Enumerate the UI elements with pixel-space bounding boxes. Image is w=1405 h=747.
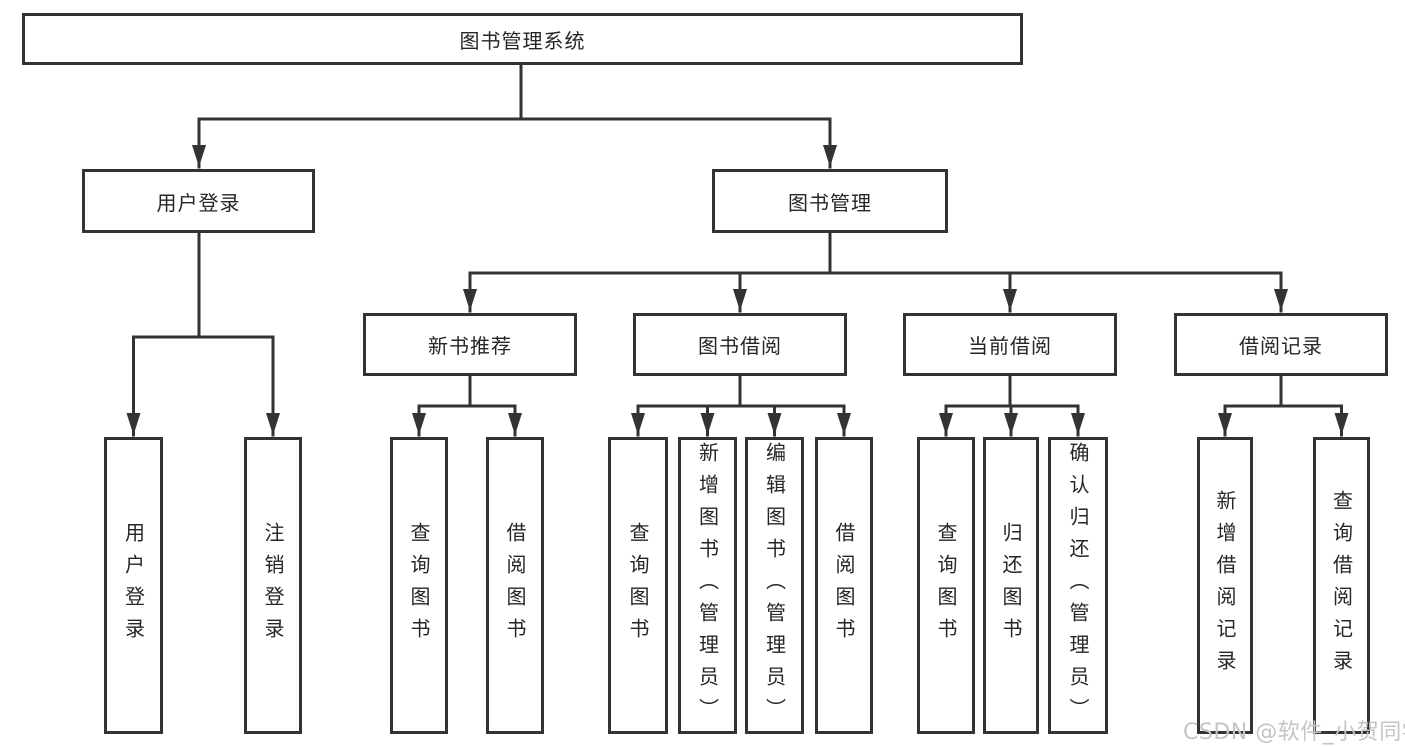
leaf-query-borrow-record: 查询借阅记录 — [1313, 437, 1370, 734]
leaf-return-books: 归还图书 — [983, 437, 1039, 734]
leaf-label: 新增借阅记录 — [1213, 489, 1237, 682]
node-book-management: 图书管理 — [712, 169, 948, 233]
leaf-borrow-books-recommend: 借阅图书 — [486, 437, 544, 734]
leaf-add-borrow-record: 新增借阅记录 — [1197, 437, 1253, 734]
leaf-logout: 注销登录 — [244, 437, 302, 734]
leaf-query-books-recommend: 查询图书 — [390, 437, 448, 734]
leaf-confirm-return-admin: 确认归还（管理员） — [1048, 437, 1108, 734]
leaf-label: 编辑图书（管理员） — [762, 441, 787, 730]
watermark: CSDN @软件_小贺同学 — [1183, 720, 1405, 745]
node-borrow-records: 借阅记录 — [1174, 313, 1388, 376]
leaf-label: 借阅图书 — [832, 521, 856, 650]
leaf-label: 确认归还（管理员） — [1066, 441, 1090, 730]
node-library-system: 图书管理系统 — [22, 13, 1023, 65]
leaf-query-books-current: 查询图书 — [917, 437, 975, 734]
leaf-borrow-books: 借阅图书 — [815, 437, 873, 734]
leaf-add-books-admin: 新增图书（管理员） — [678, 437, 737, 734]
node-book-borrow: 图书借阅 — [633, 313, 847, 376]
leaf-user-login: 用户登录 — [104, 437, 163, 734]
node-new-book-recommend: 新书推荐 — [363, 313, 577, 376]
leaf-label: 用户登录 — [121, 521, 146, 650]
leaf-label: 注销登录 — [261, 521, 285, 650]
leaf-label: 归还图书 — [999, 521, 1023, 650]
node-user-login: 用户登录 — [82, 169, 315, 233]
leaf-label: 借阅图书 — [503, 521, 527, 650]
leaf-label: 查询图书 — [626, 521, 650, 650]
leaf-label: 查询图书 — [934, 521, 958, 650]
leaf-edit-books-admin: 编辑图书（管理员） — [745, 437, 804, 734]
leaf-label: 查询借阅记录 — [1329, 489, 1354, 682]
leaf-label: 查询图书 — [407, 521, 431, 650]
leaf-label: 新增图书（管理员） — [695, 441, 720, 730]
leaf-query-books-borrow: 查询图书 — [608, 437, 668, 734]
node-current-borrow: 当前借阅 — [903, 313, 1117, 376]
